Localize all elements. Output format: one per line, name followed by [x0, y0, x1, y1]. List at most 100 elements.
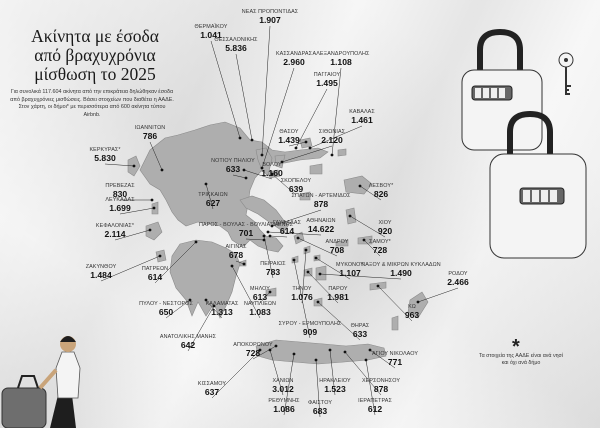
municipality-name: ΚΙΣΣΑΜΟΥ	[197, 381, 227, 387]
leader-line	[252, 345, 277, 360]
municipality-name: ΑΠΟΚΟΡΩΝΟΥ	[233, 342, 273, 348]
property-count: 613	[252, 292, 268, 303]
property-count: 1.523	[324, 384, 346, 395]
property-count: 2.120	[321, 135, 343, 146]
leader-line	[205, 183, 214, 210]
leader-line	[365, 359, 376, 416]
kefalonia	[145, 221, 163, 241]
ikaria	[335, 239, 349, 247]
municipality-name: ΠΕΙΡΑΙΩΣ	[260, 261, 286, 267]
chalkidiki-east	[274, 154, 286, 169]
location-dot	[244, 176, 248, 180]
title-line: από βραχυχρόνια	[34, 45, 156, 65]
property-count: 627	[205, 198, 221, 209]
intro-text: Για συνολικά 117.604 ακίνητα από την επι…	[10, 89, 174, 118]
municipality-name: ΘΕΣΣΑΛΟΝΙΚΗΣ	[214, 37, 258, 43]
municipality-name: ΣΑΜΟΥ*	[369, 239, 391, 245]
location-dot	[160, 168, 164, 172]
leader-line	[210, 40, 241, 139]
municipality-name: ΓΛΥΦΑΔΑΣ	[272, 220, 302, 226]
municipality-name: ΧΙΟΥ	[378, 220, 392, 226]
municipality-name: ΑΘΗΝΑΙΩΝ	[306, 218, 336, 224]
location-dot	[258, 348, 262, 352]
leader-line	[205, 299, 223, 319]
location-dot	[242, 262, 246, 266]
location-dot	[242, 168, 246, 172]
property-count: 909	[302, 327, 318, 338]
property-count: 650	[158, 307, 174, 318]
municipality-name: ΚΑΒΑΛΑΣ	[349, 109, 375, 115]
location-dot	[376, 284, 380, 288]
leader-line	[363, 239, 381, 257]
page-title: Ακίνητα με έσοδα από βραχυχρόνια μίσθωση…	[30, 27, 160, 84]
municipality-name: ΝΑΞΟΥ & ΜΙΚΡΩΝ ΚΥΚΛΑΔΩΝ	[361, 262, 441, 268]
leader-line	[114, 229, 151, 241]
location-dot	[268, 290, 272, 294]
property-count: 5.830	[94, 153, 116, 164]
property-count: 612	[367, 404, 383, 415]
leader-line	[315, 359, 321, 418]
location-dot	[262, 234, 266, 238]
leader-line	[243, 169, 273, 180]
location-dot	[268, 234, 272, 238]
lemnos	[309, 163, 323, 175]
location-dot	[274, 344, 278, 348]
leader-line	[269, 349, 284, 396]
municipality-name: ΝΑΥΠΛΙΕΩΝ	[243, 301, 277, 307]
footnote-mark: *	[512, 336, 520, 358]
municipality-name: ΠΑΡΟΣ - ΒΟΥΛΑΣ - ΒΟΥΛΙΑΓΜΕΝΗΣ	[198, 222, 294, 228]
property-count: 1.160	[261, 168, 283, 179]
location-dot	[328, 348, 332, 352]
property-count: 1.076	[291, 292, 313, 303]
leader-line	[271, 209, 322, 227]
naxos	[315, 265, 327, 281]
leader-line	[261, 67, 295, 169]
leader-line	[100, 255, 161, 282]
location-dot	[306, 270, 310, 274]
municipality-name: ΣΚΟΠΕΛΟΥ	[280, 178, 312, 184]
key-icon	[558, 52, 574, 95]
location-dot	[268, 348, 272, 352]
municipality-name: ΚΕΡΚΥΡΑΣ*	[89, 147, 121, 153]
municipality-name: ΜΥΚΟΝΟΥ	[336, 262, 364, 268]
municipality-name: ΖΑΚΥΝΘΟΥ	[85, 264, 117, 270]
leader-line	[301, 249, 307, 304]
skyros	[299, 191, 311, 201]
property-count: 1.461	[351, 115, 373, 126]
leader-line	[319, 273, 402, 280]
leader-line	[307, 271, 339, 304]
location-dot	[330, 153, 334, 157]
location-dot	[266, 230, 270, 234]
location-dot	[304, 140, 308, 144]
skiathos-skopelos	[267, 169, 281, 179]
leader-line	[235, 53, 253, 141]
leader-line	[377, 285, 413, 322]
municipality-label: ΣΑΜΟΥ*728	[369, 239, 391, 255]
leader-line	[104, 163, 135, 167]
property-count: 2.466	[447, 277, 469, 288]
property-count: 683	[312, 406, 328, 417]
leader-line	[245, 238, 265, 241]
leader-line	[281, 145, 333, 163]
property-count: 783	[265, 267, 281, 278]
location-dot	[280, 160, 284, 164]
leader-line	[232, 174, 247, 179]
